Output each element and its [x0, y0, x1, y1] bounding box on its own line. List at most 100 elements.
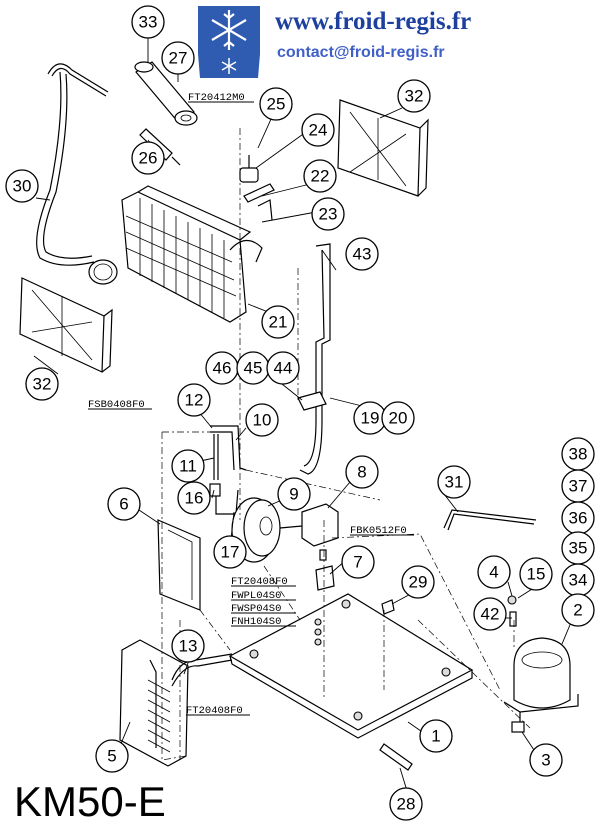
callout-circle	[95, 739, 129, 773]
part-tube-top	[47, 63, 109, 97]
callout-24: 24	[301, 113, 335, 147]
callout-number: 22	[311, 167, 330, 186]
assembly-lines	[161, 128, 531, 761]
callout-number: 2	[573, 601, 582, 620]
callout-3: 3	[529, 743, 563, 777]
callout-33: 33	[131, 5, 165, 39]
callout-15: 15	[519, 557, 553, 591]
callout-17: 17	[213, 535, 247, 569]
part-tube-31	[443, 509, 537, 531]
callout-30: 30	[5, 169, 39, 203]
callout-number: 9	[289, 485, 298, 504]
part-riser-tube	[299, 243, 331, 475]
part-codes: FT20412M0 FSB0408F0 FBK0512F0 FT20408F0 …	[88, 92, 414, 717]
callout-43: 43	[345, 237, 379, 271]
callout-number: 16	[185, 489, 204, 508]
callout-number: 26	[139, 149, 158, 168]
callout-20: 20	[381, 401, 415, 435]
callout-number: 34	[569, 571, 588, 590]
callout-number: 19	[361, 409, 380, 428]
part-switch	[315, 565, 335, 591]
callout-circle	[477, 555, 511, 589]
callout-number: 28	[397, 795, 416, 814]
callout-27: 27	[161, 41, 195, 75]
model-label: KM50-E	[14, 778, 166, 824]
callout-circle	[177, 383, 211, 417]
callout-circle	[389, 787, 423, 821]
callout-number: 27	[169, 49, 188, 68]
callout-23: 23	[311, 197, 345, 231]
callout-12: 12	[177, 383, 211, 417]
callout-circle	[561, 593, 595, 627]
callout-number: 7	[353, 553, 362, 572]
callout-circle	[277, 477, 311, 511]
callout-circle	[341, 545, 375, 579]
callout-number: 43	[353, 245, 372, 264]
callout-31: 31	[437, 465, 471, 499]
snowflake-icon	[211, 10, 247, 50]
callout-number: 30	[13, 177, 32, 196]
callout-circle	[107, 487, 141, 521]
callout-36: 36	[561, 501, 595, 535]
callout-37: 37	[561, 469, 595, 503]
callout-13: 13	[171, 629, 205, 663]
part-tray-left	[19, 277, 113, 373]
callout-21: 21	[261, 305, 295, 339]
code-fwsp04s0: FWSP04S0	[231, 603, 281, 615]
callout-circle	[311, 197, 345, 231]
part-bracket	[157, 519, 201, 611]
callout-8: 8	[345, 455, 379, 489]
part-fasteners	[314, 549, 327, 646]
contact-email[interactable]: contact@froid-regis.fr	[277, 44, 445, 61]
callout-number: 11	[179, 457, 197, 476]
callout-number: 20	[389, 409, 408, 428]
callout-number: 15	[527, 565, 546, 584]
callout-circle	[213, 535, 247, 569]
part-valve	[239, 167, 259, 183]
callout-number: 12	[185, 391, 204, 410]
callout-32: 32	[397, 79, 431, 113]
callout-number: 6	[119, 495, 128, 514]
part-rod	[379, 743, 413, 771]
callout-19: 19	[353, 401, 387, 435]
callout-1: 1	[419, 719, 453, 753]
callout-6: 6	[107, 487, 141, 521]
callout-circle	[266, 351, 300, 385]
callout-circle	[171, 629, 205, 663]
callout-circle	[345, 455, 379, 489]
part-tray-top	[337, 99, 429, 197]
callout-circle	[177, 481, 211, 515]
code-fsb0408f0: FSB0408F0	[88, 399, 145, 411]
callout-number: 31	[445, 473, 464, 492]
callout-34: 34	[561, 563, 595, 597]
callout-10: 10	[245, 403, 279, 437]
part-evaporator	[121, 185, 263, 323]
callout-46: 46	[205, 351, 239, 385]
callout-number: 33	[139, 13, 158, 32]
callout-circle	[397, 79, 431, 113]
callout-circle	[437, 465, 471, 499]
part-pipe-assembly	[210, 425, 247, 471]
callout-number: 24	[309, 121, 328, 140]
callout-circle	[245, 403, 279, 437]
website-link[interactable]: www.froid-regis.fr	[275, 8, 471, 35]
callout-number: 35	[569, 539, 588, 558]
callout-circle	[261, 305, 295, 339]
callout-11: 11	[171, 449, 205, 483]
callout-26: 26	[131, 141, 165, 175]
callout-circle	[301, 113, 335, 147]
callout-circle	[419, 719, 453, 753]
callout-circle	[5, 169, 39, 203]
callout-number: 46	[213, 359, 232, 378]
part-compressor	[503, 637, 579, 722]
callout-number: 8	[357, 463, 366, 482]
part-condenser	[119, 639, 189, 767]
callout-number: 13	[179, 637, 198, 656]
callout-45: 45	[236, 351, 270, 385]
callout-38: 38	[561, 437, 595, 471]
callout-circle	[161, 41, 195, 75]
callout-circle	[131, 5, 165, 39]
callout-circle	[171, 449, 205, 483]
